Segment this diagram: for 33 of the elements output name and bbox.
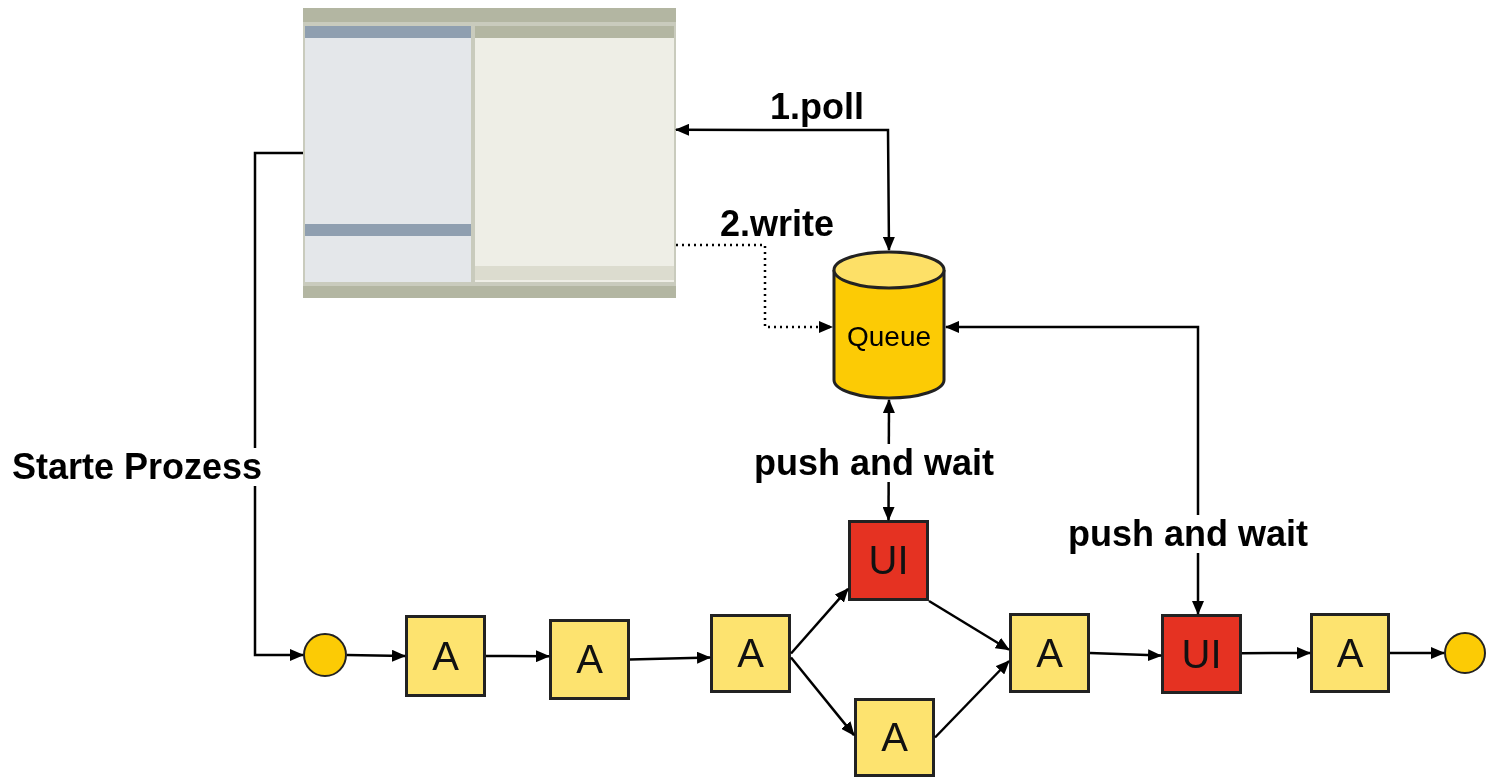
process-box [854, 698, 935, 777]
arrow [1390, 647, 1445, 659]
node-label: UI [1181, 631, 1222, 677]
node-label: A [432, 633, 459, 679]
arrow [1089, 649, 1162, 662]
arrow [790, 588, 849, 655]
node-label: UI [868, 538, 909, 583]
node-label: Queue [846, 321, 932, 353]
arrow [629, 651, 711, 664]
arrow [934, 660, 1010, 739]
node-label: A [1036, 630, 1063, 676]
arrow [676, 243, 833, 333]
process-box [549, 619, 630, 700]
arrow [253, 151, 304, 661]
node-label: A [576, 637, 603, 682]
process-box [710, 614, 791, 693]
arrow [945, 320, 1204, 615]
process-box [405, 615, 486, 697]
process-box [1310, 613, 1390, 693]
arrow [790, 656, 855, 736]
node-label: A [1336, 630, 1364, 676]
process-box [848, 520, 929, 601]
arrow [1242, 647, 1311, 660]
process-box [1161, 614, 1242, 694]
arrow [675, 123, 895, 251]
arrow [486, 650, 550, 663]
arrow [346, 649, 406, 662]
event-circle [303, 633, 347, 677]
node-label: A [881, 715, 908, 760]
node-label: A [737, 631, 764, 676]
arrow [928, 599, 1010, 651]
event-circle [1444, 632, 1486, 674]
process-box [1009, 613, 1090, 693]
